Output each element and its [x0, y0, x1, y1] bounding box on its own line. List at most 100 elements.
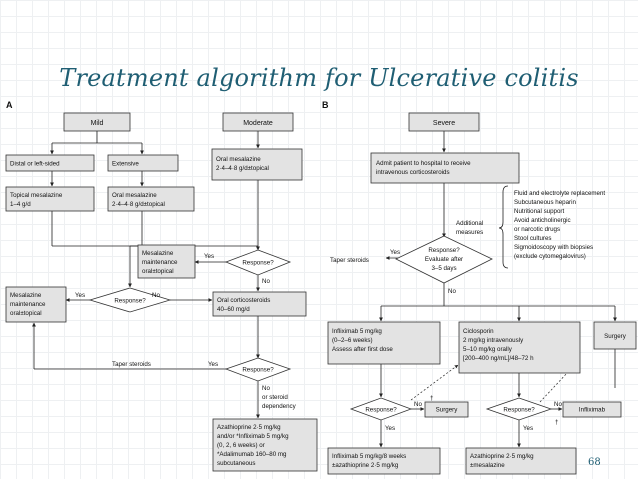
svg-text:2 mg/kg intravenously: 2 mg/kg intravenously [463, 337, 524, 344]
dagger-right: † [555, 419, 559, 426]
svg-text:2·4–4·8 g/d±topical: 2·4–4·8 g/d±topical [216, 165, 269, 172]
svg-text:Response?: Response? [428, 247, 460, 254]
svg-text:[200–400 ng/mL]/48–72 h: [200–400 ng/mL]/48–72 h [463, 355, 534, 362]
admit-box: Admit patient to hospital to receive int… [370, 152, 520, 184]
response-diamond-left: Response? [349, 397, 413, 421]
svg-text:oral±topical: oral±topical [142, 268, 174, 275]
svg-text:Surgery: Surgery [604, 333, 627, 340]
svg-text:Azathioprine 2·5 mg/kg: Azathioprine 2·5 mg/kg [470, 453, 534, 460]
taper-steroids-label-b: Taper steroids [330, 257, 369, 264]
svg-text:Admit patient to hospital to r: Admit patient to hospital to receive [376, 160, 471, 167]
panel-a-connectors [32, 131, 260, 419]
svg-text:Mild: Mild [91, 120, 104, 127]
svg-text:maintenance: maintenance [10, 301, 46, 308]
no-label-1: No [262, 278, 270, 285]
azathioprine-maintenance-box: Azathioprine 2·5 mg/kg ±mesalazine [465, 447, 577, 475]
distal-box: Distal or left-sided [5, 154, 95, 172]
svg-text:Severe: Severe [433, 120, 455, 127]
svg-text:Evaluate after: Evaluate after [425, 256, 463, 263]
slide-number: 68 [588, 457, 601, 468]
svg-text:Oral mesalazine: Oral mesalazine [112, 192, 157, 199]
svg-text:Fluid and electrolyte replacem: Fluid and electrolyte replacement [514, 190, 605, 197]
dagger-left: † [430, 395, 434, 402]
svg-text:oral±topical: oral±topical [10, 310, 42, 317]
svg-text:Mesalazine: Mesalazine [142, 250, 174, 257]
svg-text:Response?: Response? [242, 367, 274, 374]
additional-measures-label: Additional [456, 220, 483, 227]
infliximab-box: Infliximab 5 mg/kg (0–2–6 weeks) Assess … [327, 321, 441, 365]
svg-text:Avoid anticholinergic: Avoid anticholinergic [514, 217, 571, 224]
measures-list: Fluid and electrolyte replacement Subcut… [514, 190, 605, 260]
svg-text:subcutaneous: subcutaneous [217, 460, 256, 467]
svg-text:or narcotic drugs: or narcotic drugs [514, 226, 560, 233]
panel-b-connectors [379, 131, 617, 448]
svg-text:±azathioprine 2·5 mg/kg: ±azathioprine 2·5 mg/kg [332, 462, 399, 469]
mesalazine-maintenance-mid-box: Mesalazine maintenance oral±topical [137, 244, 196, 279]
svg-text:Response?: Response? [114, 298, 146, 305]
response-diamond-2: Response? [88, 287, 172, 313]
surgery-mid-box: Surgery [424, 401, 469, 418]
surgery-top-box: Surgery [593, 321, 637, 350]
no-label-2: No [152, 292, 160, 299]
svg-text:5–10 mg/kg orally: 5–10 mg/kg orally [463, 346, 513, 353]
svg-text:Stool cultures: Stool cultures [514, 235, 552, 242]
svg-text:measures: measures [456, 229, 483, 236]
oral-mesalazine-moderate-box: Oral mesalazine 2·4–4·8 g/d±topical [211, 148, 303, 181]
mesalazine-maintenance-left-box: Mesalazine maintenance oral±topical [5, 286, 67, 323]
severe-box: Severe [408, 112, 480, 132]
moderate-box: Moderate [222, 112, 294, 132]
panel-a-label: A [6, 100, 13, 110]
mild-box: Mild [63, 112, 131, 132]
svg-text:Oral corticosteroids: Oral corticosteroids [217, 297, 270, 304]
svg-text:and/or *Infliximab 5 mg/kg: and/or *Infliximab 5 mg/kg [217, 433, 289, 440]
response-diamond-3: Response? [224, 357, 292, 382]
svg-text:Assess after first dose: Assess after first dose [332, 346, 393, 353]
svg-text:intravenous corticosteroids: intravenous corticosteroids [376, 169, 450, 176]
svg-text:Surgery: Surgery [436, 407, 459, 414]
svg-text:(0–2–6 weeks): (0–2–6 weeks) [332, 337, 373, 344]
infliximab-maintenance-box: Infliximab 5 mg/kg/8 weeks ±azathioprine… [327, 447, 441, 475]
svg-text:or steroid: or steroid [262, 394, 288, 401]
response-diamond-1: Response? [224, 249, 292, 276]
ciclosporin-box: Ciclosporin 2 mg/kg intravenously 5–10 m… [458, 321, 581, 374]
svg-text:Ciclosporin: Ciclosporin [463, 328, 494, 335]
svg-text:Nutritional support: Nutritional support [514, 208, 564, 215]
response-evaluate-diamond: Response? Evaluate after 3–5 days [395, 235, 493, 284]
svg-text:1–4 g/d: 1–4 g/d [10, 201, 31, 208]
svg-text:Response?: Response? [242, 260, 274, 267]
response-diamond-right: Response? [485, 397, 553, 421]
no-label-b: No [448, 288, 456, 295]
svg-text:Response?: Response? [365, 407, 397, 414]
yes-label-3: Yes [208, 361, 218, 368]
no-label-left: No [414, 401, 422, 408]
measures-brace [498, 185, 509, 269]
no-label-right: No [554, 401, 562, 408]
azathioprine-box: Azathioprine 2·5 mg/kg and/or *Inflixima… [212, 418, 318, 472]
svg-text:Oral mesalazine: Oral mesalazine [216, 156, 261, 163]
svg-text:(exclude cytomegalovirus): (exclude cytomegalovirus) [514, 253, 586, 260]
svg-text:±mesalazine: ±mesalazine [470, 462, 505, 469]
panel-b-label: B [322, 100, 329, 110]
svg-text:Azathioprine 2·5 mg/kg: Azathioprine 2·5 mg/kg [217, 424, 281, 431]
svg-text:maintenance: maintenance [142, 259, 178, 266]
svg-text:Extensive: Extensive [112, 161, 139, 168]
svg-text:dependency: dependency [262, 403, 297, 410]
oral-corticosteroids-box: Oral corticosteroids 40–60 mg/d [212, 291, 307, 317]
svg-text:2·4–4·8 g/d±topical: 2·4–4·8 g/d±topical [112, 201, 165, 208]
yes-label-1: Yes [204, 253, 214, 260]
slide-title: Treatment algorithm for Ulcerative colit… [59, 64, 579, 92]
extensive-box: Extensive [107, 154, 179, 172]
no-steroid-dependency-label: No [262, 385, 270, 392]
svg-text:Distal or left-sided: Distal or left-sided [10, 161, 60, 168]
svg-text:40–60 mg/d: 40–60 mg/d [217, 306, 250, 313]
svg-text:*Adalimumab 160–80 mg: *Adalimumab 160–80 mg [217, 451, 287, 458]
svg-text:(0, 2, 6 weeks) or: (0, 2, 6 weeks) or [217, 442, 265, 449]
svg-text:Infliximab: Infliximab [579, 407, 606, 414]
infliximab-right-box: Infliximab [562, 401, 622, 418]
yes-label-b: Yes [390, 249, 400, 256]
yes-label-2: Yes [75, 292, 85, 299]
topical-mesalazine-box: Topical mesalazine 1–4 g/d [5, 186, 95, 212]
svg-text:Mesalazine: Mesalazine [10, 292, 42, 299]
